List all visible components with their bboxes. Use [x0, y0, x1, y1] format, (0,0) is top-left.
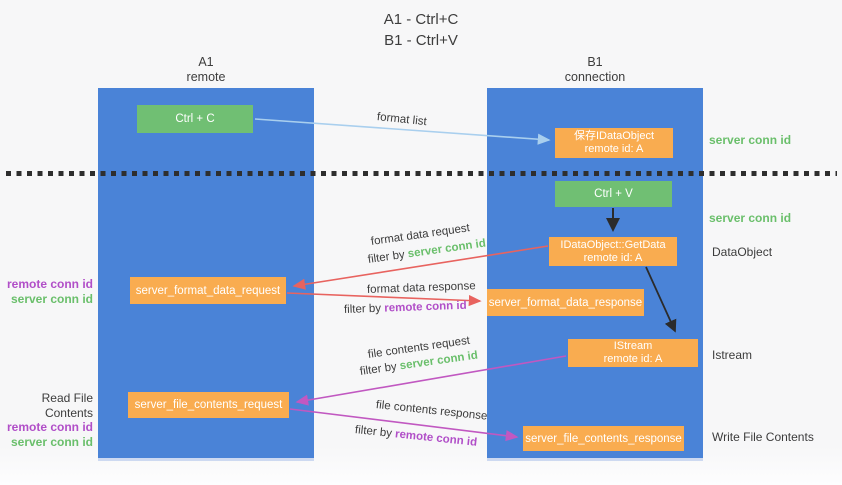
- right-label-server-conn-id-mid: server conn id: [709, 211, 792, 225]
- node-file-response-label: server_file_contents_response: [525, 432, 682, 445]
- filter-by-text: filter by: [354, 424, 393, 440]
- right-label-istream: Istream: [712, 348, 753, 362]
- right-label-server-conn-id-top: server conn id: [709, 133, 792, 147]
- lane-b1-subtitle: connection: [564, 70, 626, 84]
- filter-by-text: filter by: [367, 248, 406, 266]
- left-label-remote-conn-id-2: remote conn id: [6, 420, 93, 434]
- right-label-dataobject: DataObject: [712, 245, 773, 259]
- left-label-server-conn-id-2: server conn id: [10, 434, 93, 449]
- node-server-file-contents-response: server_file_contents_response: [523, 426, 684, 451]
- lane-header-b1: B1 connection: [487, 55, 703, 85]
- node-istream: IStream remote id: A: [568, 339, 698, 367]
- right-label-write-file-contents: Write File Contents: [712, 430, 814, 444]
- filter-by-text: filter by: [343, 302, 382, 316]
- left-label-remote-conn-id-1: remote conn id: [6, 277, 93, 291]
- left-label-group-file: Read File Contents remote conn id server…: [0, 391, 93, 449]
- lane-a1-name: A1: [198, 55, 214, 69]
- node-format-response-label: server_format_data_response: [488, 296, 643, 309]
- node-getdata-line2: remote id: A: [583, 251, 643, 264]
- lane-a1-subtitle: remote: [186, 70, 226, 84]
- node-server-file-contents-request: server_file_contents_request: [128, 392, 289, 418]
- node-server-format-data-response: server_format_data_response: [487, 289, 644, 316]
- node-server-format-data-request: server_format_data_request: [130, 277, 286, 304]
- node-ctrl-c: Ctrl + C: [137, 105, 253, 133]
- dotted-divider: [6, 171, 837, 176]
- node-istream-line2: remote id: A: [603, 353, 663, 365]
- node-format-request-label: server_format_data_request: [135, 284, 281, 297]
- node-save-idataobject-line2: remote id: A: [584, 143, 644, 155]
- filter-by-text: filter by: [359, 360, 398, 378]
- node-save-idataobject: 保存IDataObject remote id: A: [555, 128, 673, 158]
- node-ctrl-c-label: Ctrl + C: [175, 113, 215, 125]
- node-ctrl-v-label: Ctrl + V: [594, 188, 633, 200]
- remote-conn-id-text: remote conn id: [394, 428, 478, 449]
- remote-conn-id-text: remote conn id: [384, 299, 467, 315]
- node-istream-line1: IStream: [613, 340, 653, 352]
- left-label-server-conn-id-1: server conn id: [10, 291, 93, 306]
- arrow-label-file-contents-response: file contents response: [375, 399, 488, 423]
- arrow-label-format-list: format list: [376, 111, 428, 129]
- left-label-group-format: remote conn id server conn id: [7, 277, 93, 306]
- title-line-2: B1 - Ctrl+V: [384, 32, 458, 49]
- node-ctrl-v: Ctrl + V: [555, 181, 672, 207]
- node-save-idataobject-line1: 保存IDataObject: [573, 130, 655, 142]
- lane-b1-name: B1: [587, 55, 603, 69]
- node-idataobject-getdata: IDataObject::GetData remote id: A: [549, 237, 677, 266]
- arrow-label-format-data-response: format data response: [366, 280, 476, 296]
- node-getdata-line1: IDataObject::GetData: [560, 238, 666, 251]
- left-label-read-file-contents: Read File Contents: [41, 391, 93, 420]
- arrow-label-filter-by-remote-2: filter by remote conn id: [354, 424, 477, 449]
- arrow-label-filter-by-remote-1: filter by remote conn id: [344, 300, 467, 316]
- node-file-request-label: server_file_contents_request: [134, 399, 283, 411]
- page-title: A1 - Ctrl+C B1 - Ctrl+V: [0, 9, 842, 51]
- title-line-1: A1 - Ctrl+C: [383, 11, 459, 28]
- lane-header-a1: A1 remote: [98, 55, 314, 85]
